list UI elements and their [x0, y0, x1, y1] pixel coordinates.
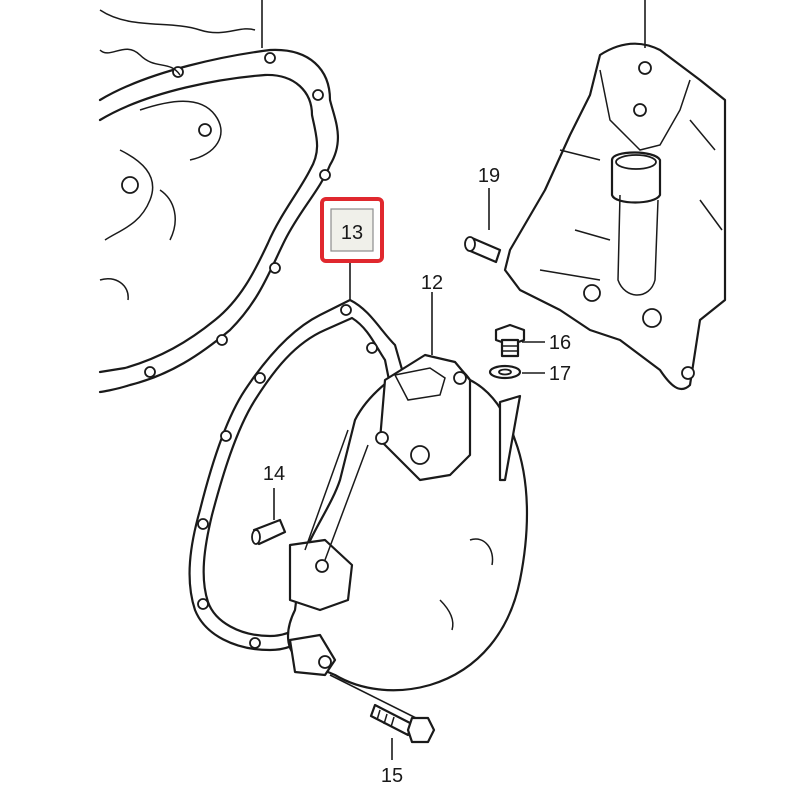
crankcase-gasket-outline: [98, 9, 339, 394]
callout-17: 17: [549, 363, 571, 385]
highlighted-callout-13[interactable]: 13: [320, 197, 384, 263]
callout-19: 19: [478, 165, 500, 187]
callout-13: 13: [341, 222, 363, 244]
drain-bolt-16: [494, 323, 545, 358]
callout-12: 12: [421, 272, 443, 294]
crankcase-upper-right: [503, 42, 727, 391]
callout-16: 16: [549, 332, 571, 354]
dowel-pin-14: [251, 488, 287, 546]
generator-cover: [287, 353, 529, 692]
bolt-15: [329, 674, 436, 760]
washer-17: [488, 364, 545, 380]
callout-13-box: [330, 208, 374, 252]
highlight-border: [320, 197, 384, 263]
dowel-pin-19: [464, 188, 502, 264]
callout-15: 15: [381, 765, 403, 787]
callout-14: 14: [263, 463, 285, 485]
